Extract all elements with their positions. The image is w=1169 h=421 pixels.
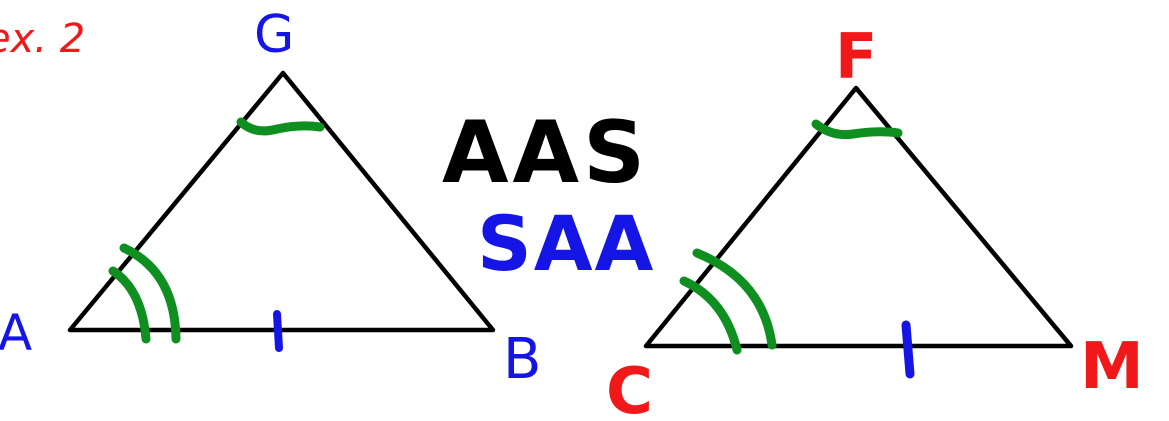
- vertex-label-b: B: [503, 327, 541, 392]
- vertex-label-f: F: [835, 20, 877, 93]
- triangle-right: C M F: [606, 20, 1144, 421]
- tick-mark-cm: [901, 320, 915, 379]
- angle-mark-a-inner: [108, 266, 151, 344]
- vertex-label-c: C: [606, 355, 653, 421]
- angle-mark-c-outer: [692, 248, 777, 350]
- example-label: ex. 2: [0, 16, 85, 62]
- angle-mark-a-outer: [119, 243, 181, 344]
- triangle-right-outline: [643, 85, 1074, 349]
- triangle-left: A B G: [0, 5, 541, 392]
- vertex-label-m: M: [1080, 330, 1144, 404]
- tick-mark-ab: [273, 310, 283, 352]
- angle-mark-g: [236, 117, 325, 136]
- angle-mark-f: [811, 119, 903, 139]
- angle-mark-c-inner: [679, 276, 742, 355]
- vertex-label-g: G: [254, 5, 294, 65]
- title-aas: AAS: [442, 103, 649, 203]
- title-saa: SAA: [477, 199, 655, 288]
- vertex-label-a: A: [0, 304, 32, 362]
